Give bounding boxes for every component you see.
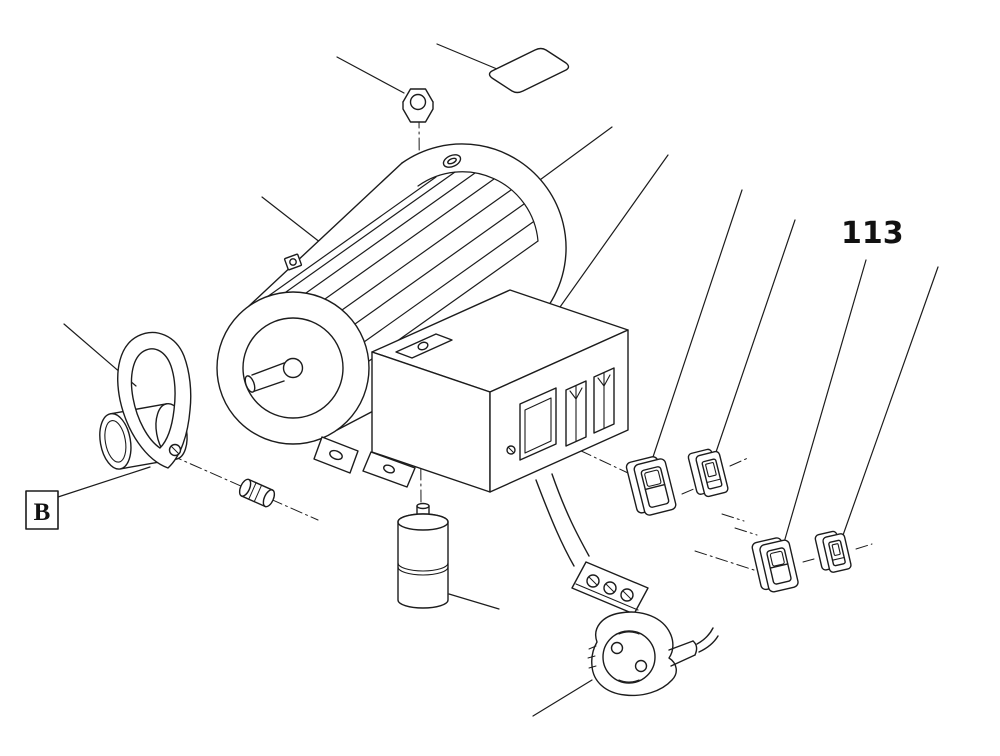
nameplate [488,47,570,94]
rocker-switch-2 [687,448,729,498]
terminal-bracket-1 [565,380,587,447]
leader-line-nameplate [436,43,498,70]
switch-slider [831,543,841,556]
motor-shaft [244,362,285,393]
plug-pin-1 [610,641,624,655]
box-opening [519,387,557,461]
leader-line-section-b [57,466,151,498]
switch-face [822,533,852,573]
power-plug [587,611,719,697]
capacitor-seam [397,562,449,572]
rocker-split [644,483,666,491]
lever-assembly [99,331,192,470]
box-top-tab [395,333,453,359]
mounting-feet [313,436,416,488]
power-cable [535,473,590,567]
section-b-label: B [25,490,59,530]
motor-front-face [216,291,370,445]
spacer-bushing [238,478,276,508]
axis-to-switch3 [694,550,755,571]
cable-clamp [571,561,649,615]
leader-line-capacitor [448,593,500,610]
rocker-switch-1 [625,456,677,516]
fin-clamp [283,253,303,271]
clamp-screw-1 [586,574,600,588]
clamp-screw-3 [620,588,634,602]
plug-grip-ridges [587,645,597,669]
terminal-bracket-2 [593,367,615,434]
axis-after-switch2 [729,457,749,467]
capacitor [397,502,449,609]
lever-handle [117,331,192,469]
clamp-screw-2 [603,581,617,595]
earth-clip-top [618,631,640,635]
cable-edge-inner [551,473,590,557]
leader-line-nut [336,56,405,94]
rocker-split [769,563,789,569]
hex-nut [402,88,434,123]
rocker-button [769,550,785,567]
front-face-inner [242,317,344,419]
callout-113-label: 113 [841,216,904,251]
plug-cable-boot [668,627,719,667]
leader-line-switch-1 [651,189,743,461]
leader-line-switch-4 [841,266,939,539]
plug-pin-2 [634,659,648,673]
leader-lines [57,43,939,717]
rocker-button [644,469,662,487]
axis-switch3-switch4 [802,558,815,563]
axis-switch1-switch2 [681,487,697,495]
rocker-switch-3 [751,537,799,593]
front-face-outer [216,291,370,445]
plug-face [602,630,656,684]
leader-line-plug [532,679,593,717]
axis-box-to-switch1 [559,440,629,474]
motor-top-edge [248,162,403,307]
section-b-letter: B [34,499,51,526]
motor-back-cap-rim [401,143,567,334]
switch-face [695,450,729,498]
fin-end-rim [417,171,539,242]
capacitor-top-rim [397,513,449,531]
switch-slider [705,462,717,478]
lever-screw [168,443,182,457]
plug-body [591,611,677,697]
lifting-lug [442,154,462,168]
leader-line-switch-2 [713,219,796,459]
shaft-hub [282,357,304,379]
section-b-box [25,490,59,530]
cable-edge-outer [535,479,575,567]
terminal-box [371,289,629,493]
axis-row2-b [734,527,758,536]
axis-after-switch4 [855,543,873,550]
earth-clip-bottom [618,679,640,683]
cover-screw [506,445,516,455]
switch-bezel [828,539,846,567]
switch-bezel [701,458,723,490]
axis-row2-a [721,513,745,522]
rocker-switch-4 [814,530,852,573]
leader-line-switch-3 [782,259,867,547]
cooling-fins [266,171,539,362]
